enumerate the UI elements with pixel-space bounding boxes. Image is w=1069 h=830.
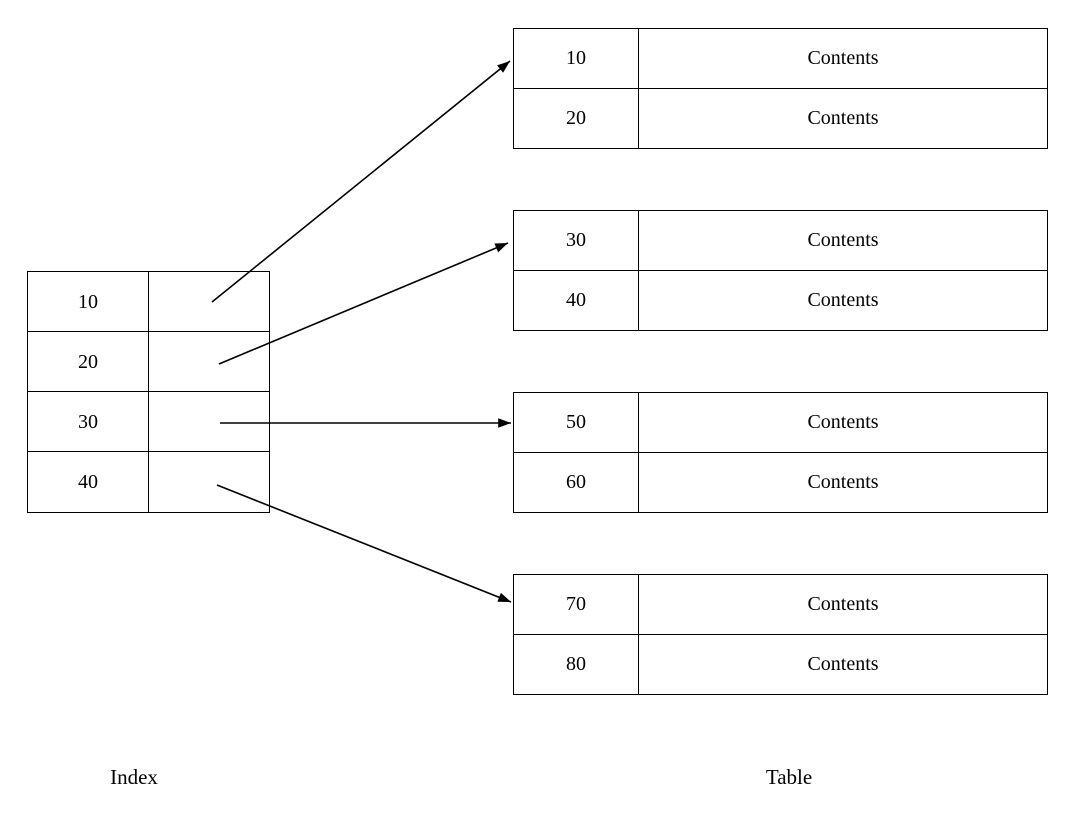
block-key-cell: 10 [514, 29, 639, 89]
index-pointer-cell [149, 332, 269, 392]
block-key-cell: 40 [514, 270, 639, 330]
block-contents-cell: Contents [639, 575, 1047, 635]
index-pointer-cell [149, 452, 269, 512]
table-block-1: 10 Contents 20 Contents [513, 28, 1048, 149]
index-table: 10 20 30 40 [27, 271, 270, 513]
table-caption: Table [765, 765, 813, 789]
index-pointer-cell [149, 272, 269, 332]
block-key-cell: 30 [514, 211, 639, 271]
block-key-cell: 20 [514, 88, 639, 148]
block-key-cell: 80 [514, 634, 639, 694]
index-key-cell: 30 [28, 392, 149, 452]
block-contents-cell: Contents [807, 471, 879, 494]
block-key-cell: 70 [514, 575, 639, 635]
index-caption: Index [110, 765, 158, 789]
table-block-2: 30 Contents 40 Contents [513, 210, 1048, 331]
table-block-3: 50 Contents 60 Contents [513, 392, 1048, 513]
index-pointer-cell [149, 392, 269, 452]
index-key-cell: 40 [28, 452, 149, 512]
block-key-cell: 60 [514, 452, 639, 512]
table-block-4: 70 Contents 80 Contents [513, 574, 1048, 695]
block-contents-cell: Contents [807, 107, 879, 130]
block-key-cell: 50 [514, 393, 639, 453]
block-contents-cell: Contents [639, 393, 1047, 453]
block-contents-cell: Contents [807, 653, 879, 676]
index-key-cell: 20 [28, 332, 149, 392]
block-contents-cell: Contents [639, 29, 1047, 89]
block-contents-cell: Contents [639, 211, 1047, 271]
block-contents-cell: Contents [807, 289, 879, 312]
index-key-cell: 10 [28, 272, 149, 332]
arrow-index-10-to-block-1 [211, 60, 511, 303]
